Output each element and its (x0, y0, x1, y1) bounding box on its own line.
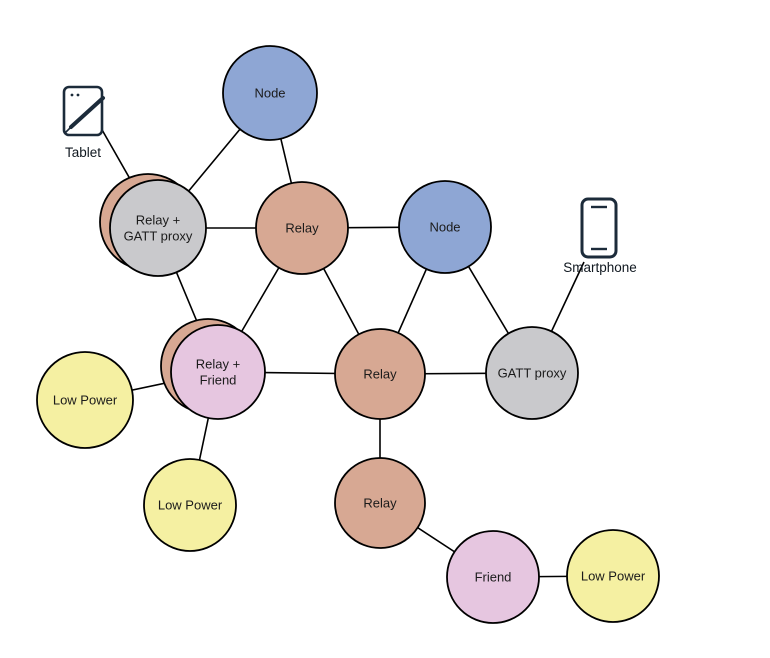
mesh-node-low-power-mid-label: Low Power (158, 498, 223, 513)
mesh-node-relay-center-circle (255, 181, 349, 275)
stylus-pen-tip (65, 126, 72, 133)
tablet-icon: Tablet (62, 85, 105, 160)
mesh-node-relay-friend-label: Relay +Friend (196, 357, 240, 388)
tablet-camera-dot (76, 93, 80, 97)
mesh-node-node-top: Node (222, 45, 318, 141)
mesh-node-low-power-right: Low Power (566, 529, 660, 623)
mesh-node-gatt-proxy-circle (485, 326, 579, 420)
mesh-node-relay-friend-circle (170, 324, 266, 420)
mesh-node-relay-mid: Relay (334, 328, 426, 420)
tablet-label: Tablet (65, 145, 101, 160)
smartphone-body (580, 197, 618, 259)
mesh-node-low-power-left-circle (36, 351, 134, 449)
mesh-node-friend: Friend (446, 530, 540, 624)
mesh-node-low-power-left-label: Low Power (53, 393, 118, 408)
smartphone-icon: Smartphone (563, 197, 637, 275)
mesh-node-low-power-mid: Low Power (143, 458, 237, 552)
tablet-camera-dot (70, 93, 74, 97)
mesh-node-node-top-label: Node (254, 86, 285, 101)
mesh-node-relay-friend: Relay +Friend (160, 318, 266, 420)
mesh-node-relay-gatt-proxy: Relay +GATT proxy (99, 173, 207, 277)
smartphone-label: Smartphone (563, 260, 637, 275)
mesh-node-relay-bottom-label: Relay (363, 496, 397, 511)
mesh-node-low-power-right-circle (566, 529, 660, 623)
mesh-node-node-top-circle (222, 45, 318, 141)
mesh-node-friend-label: Friend (475, 570, 512, 585)
mesh-node-relay-gatt-proxy-label: Relay +GATT proxy (124, 213, 193, 244)
stylus-pen-icon (69, 96, 105, 129)
mesh-node-low-power-left: Low Power (36, 351, 134, 449)
mesh-node-low-power-mid-circle (143, 458, 237, 552)
mesh-node-relay-bottom: Relay (334, 457, 426, 549)
mesh-node-relay-bottom-circle (334, 457, 426, 549)
mesh-node-relay-center-label: Relay (285, 221, 319, 236)
mesh-node-node-right: Node (398, 180, 492, 274)
mesh-node-friend-circle (446, 530, 540, 624)
mesh-node-relay-gatt-proxy-circle (109, 179, 207, 277)
mesh-node-node-right-label: Node (429, 220, 460, 235)
mesh-node-gatt-proxy-label: GATT proxy (498, 366, 567, 381)
mesh-node-low-power-right-label: Low Power (581, 569, 646, 584)
mesh-node-relay-mid-label: Relay (363, 367, 397, 382)
mesh-node-gatt-proxy: GATT proxy (485, 326, 579, 420)
mesh-node-relay-center: Relay (255, 181, 349, 275)
mesh-node-relay-mid-circle (334, 328, 426, 420)
mesh-node-node-right-circle (398, 180, 492, 274)
